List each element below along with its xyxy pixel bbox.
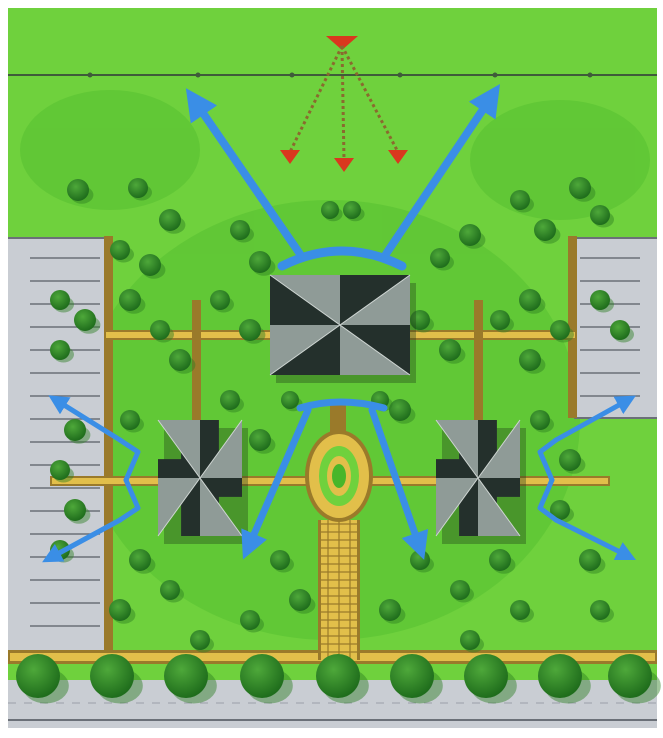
- tree: [220, 390, 240, 410]
- tree: [530, 410, 550, 430]
- tree: [64, 419, 86, 441]
- tree: [289, 589, 311, 611]
- tree: [249, 251, 271, 273]
- tree: [510, 190, 530, 210]
- tree: [64, 499, 86, 521]
- tree: [316, 654, 360, 698]
- tree: [439, 339, 461, 361]
- tree: [128, 178, 148, 198]
- tree: [210, 290, 230, 310]
- tree: [190, 630, 210, 650]
- tree: [270, 550, 290, 570]
- tree: [459, 224, 481, 246]
- tree: [460, 630, 480, 650]
- tree: [410, 550, 430, 570]
- tree: [590, 290, 610, 310]
- tree: [590, 600, 610, 620]
- tree: [569, 177, 591, 199]
- tree: [519, 349, 541, 371]
- tree: [550, 320, 570, 340]
- tree: [390, 654, 434, 698]
- tree: [579, 549, 601, 571]
- tree: [164, 654, 208, 698]
- tree: [489, 549, 511, 571]
- central-oval-fountain: [305, 430, 373, 522]
- tree: [239, 319, 261, 341]
- tree: [538, 654, 582, 698]
- tree: [50, 460, 70, 480]
- tree: [74, 309, 96, 331]
- tree: [16, 654, 60, 698]
- building-west: [158, 420, 248, 544]
- tree: [430, 248, 450, 268]
- tree: [450, 580, 470, 600]
- tree: [249, 429, 271, 451]
- tree: [464, 654, 508, 698]
- tree: [240, 610, 260, 630]
- tree: [510, 600, 530, 620]
- tree: [519, 289, 541, 311]
- tree: [150, 320, 170, 340]
- main-building-north: [270, 275, 416, 383]
- tree: [534, 219, 556, 241]
- tree: [490, 310, 510, 330]
- tree: [608, 654, 652, 698]
- tree: [230, 220, 250, 240]
- tree: [559, 449, 581, 471]
- tree: [169, 349, 191, 371]
- tree: [139, 254, 161, 276]
- tree: [240, 654, 284, 698]
- tree: [321, 201, 339, 219]
- tree: [379, 599, 401, 621]
- tree: [120, 410, 140, 430]
- tree: [281, 391, 299, 409]
- tree: [67, 179, 89, 201]
- tree: [90, 654, 134, 698]
- tree: [343, 201, 361, 219]
- tree: [110, 240, 130, 260]
- tree: [610, 320, 630, 340]
- tree: [129, 549, 151, 571]
- tree: [119, 289, 141, 311]
- building-east: [436, 420, 526, 544]
- tree: [50, 340, 70, 360]
- tree: [109, 599, 131, 621]
- tree: [590, 205, 610, 225]
- tree: [50, 290, 70, 310]
- tree: [159, 209, 181, 231]
- tree: [160, 580, 180, 600]
